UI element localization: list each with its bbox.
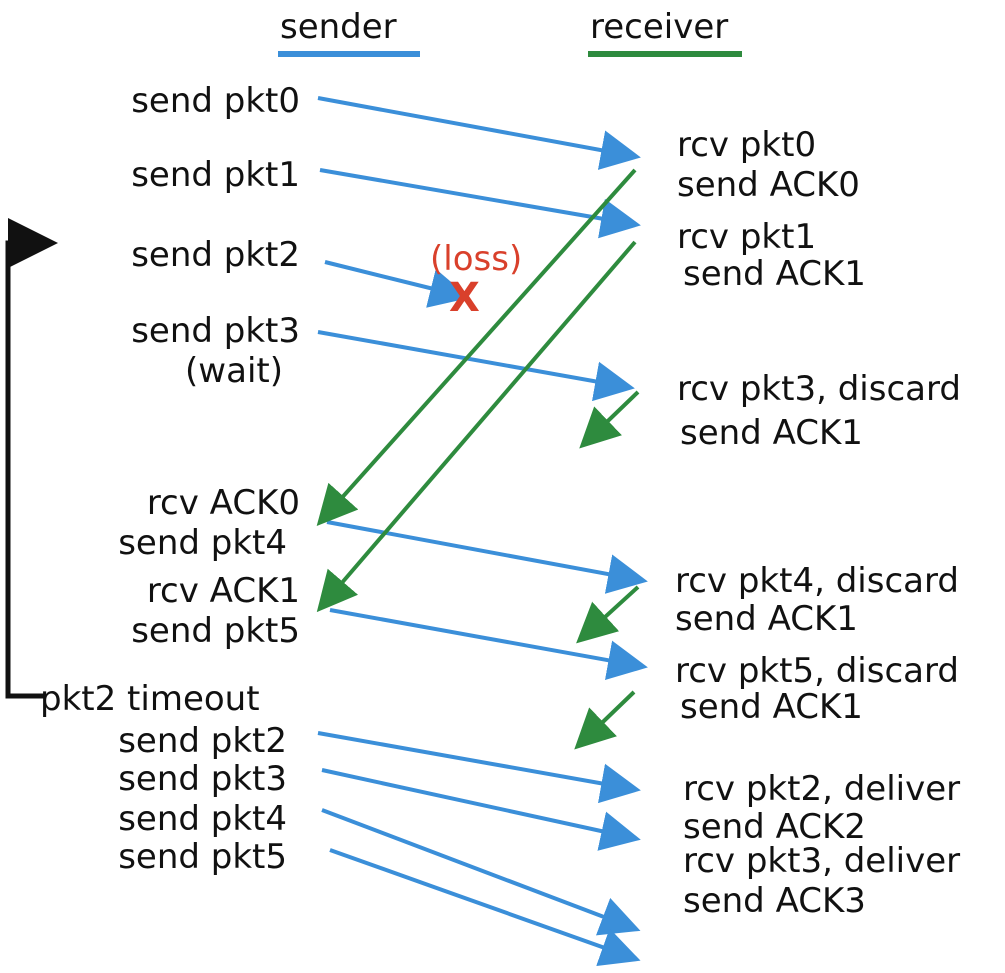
sender-event: send pkt5 [131, 611, 300, 651]
receiver-event: send ACK0 [677, 165, 860, 205]
sender-event: send pkt5 [118, 837, 287, 877]
sender-event: send pkt4 [118, 799, 287, 839]
arrow-resend-pkt3 [321, 768, 641, 851]
sender-event: send pkt3 [131, 311, 300, 351]
arrow-ack1 [316, 240, 637, 613]
arrow-ack1-dup-2 [576, 585, 640, 644]
sender-event: (wait) [185, 351, 283, 391]
arrow-pkt2-lost [324, 260, 470, 308]
sender-event: send pkt0 [131, 81, 300, 121]
arrow-resend-pkt2 [317, 731, 641, 804]
sender-event: send pkt3 [118, 759, 287, 799]
receiver-header: receiver [590, 7, 729, 47]
receiver-event: rcv pkt1 [677, 217, 817, 257]
arrow-pkt0 [317, 96, 641, 170]
receiver-event: send ACK2 [683, 807, 866, 847]
loss-x-icon: X [449, 275, 480, 321]
receiver-event: send ACK1 [683, 254, 866, 294]
arrow-ack0 [316, 168, 637, 526]
receiver-event: rcv pkt4, discard [675, 561, 959, 601]
receiver-event: rcv pkt5, discard [675, 651, 959, 691]
receiver-event: send ACK1 [680, 687, 863, 727]
receiver-event: rcv pkt3, deliver [683, 841, 961, 881]
arrow-resend-pkt4 [321, 808, 641, 936]
timeout-bracket [5, 218, 58, 699]
sender-event: send pkt1 [131, 155, 300, 195]
arrow-resend-pkt5 [329, 848, 641, 967]
arrow-pkt3 [317, 330, 635, 402]
receiver-event: send ACK3 [683, 881, 866, 921]
receiver-event: rcv pkt3, discard [677, 369, 961, 409]
sender-event: send pkt4 [118, 523, 287, 563]
sender-event: rcv ACK1 [146, 571, 300, 611]
sender-event: send pkt2 [118, 721, 287, 761]
arrow-pkt5 [329, 608, 648, 680]
sender-event: send pkt2 [131, 235, 300, 275]
arrow-pkt1 [319, 168, 641, 239]
sender-header: sender [280, 7, 397, 47]
sender-event: rcv ACK0 [146, 483, 300, 523]
receiver-event: send ACK1 [680, 413, 863, 453]
receiver-event: send ACK1 [675, 599, 858, 639]
timeout-label: pkt2 timeout [40, 679, 260, 719]
arrow-ack1-dup-3 [574, 690, 636, 750]
receiver-event: rcv pkt0 [677, 125, 817, 165]
loss-label: (loss) [430, 239, 523, 279]
arrow-ack1-dup-1 [579, 390, 640, 449]
arrow-pkt4 [326, 520, 648, 594]
receiver-event: rcv pkt2, deliver [683, 769, 961, 809]
